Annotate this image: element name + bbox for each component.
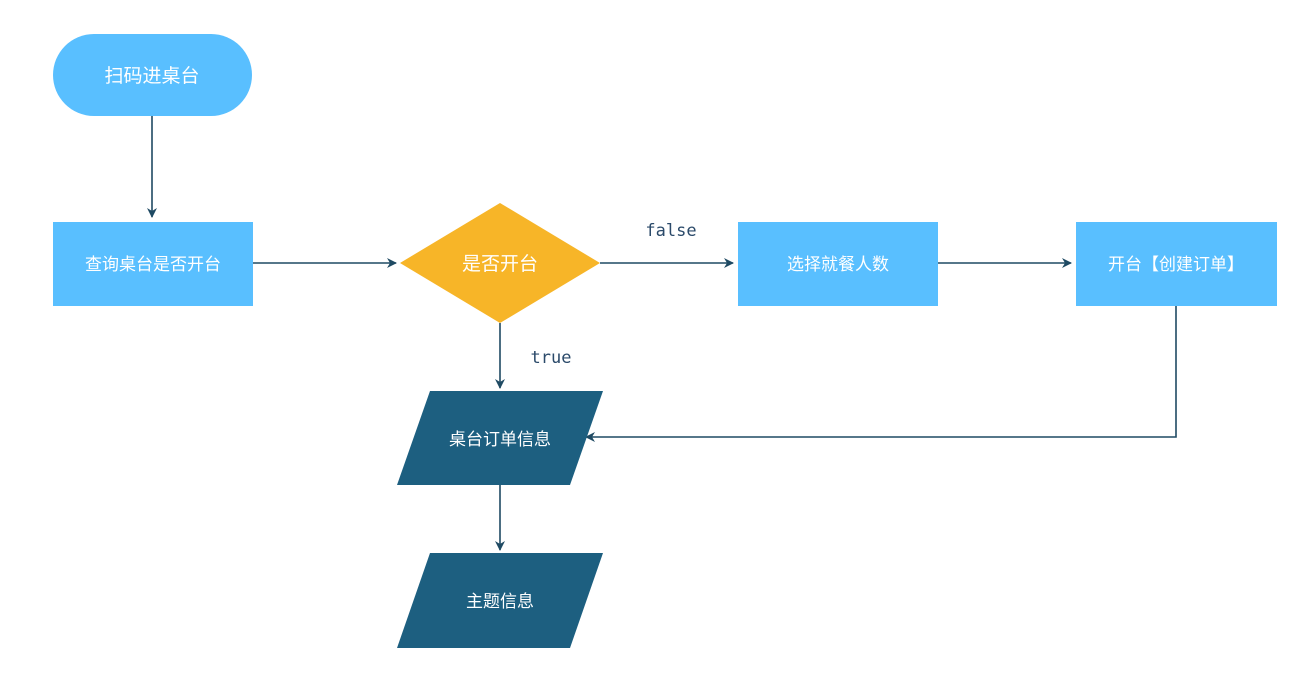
- edge-label-false: false: [645, 221, 696, 241]
- start-node: 扫码进桌台: [53, 34, 252, 116]
- decision-diamond-shape: [400, 203, 600, 323]
- query-process-shape: [53, 222, 253, 306]
- table-order-info-node-label: 桌台订单信息: [449, 430, 551, 450]
- choose-diners-process-shape: [738, 222, 938, 306]
- theme-info-node: 主题信息: [397, 553, 603, 648]
- open-table-node: 开台【创建订单】: [1076, 222, 1277, 306]
- table-order-info-node: 桌台订单信息: [397, 391, 603, 485]
- start-node-label: 扫码进桌台: [104, 65, 199, 87]
- query-node-label: 查询桌台是否开台: [85, 255, 221, 275]
- table-order-info-data-shape: [397, 391, 603, 485]
- open-table-node-label: 开台【创建订单】: [1108, 255, 1244, 275]
- choose-diners-node: 选择就餐人数: [738, 222, 938, 306]
- query-node: 查询桌台是否开台: [53, 222, 253, 306]
- edge-label-true: true: [531, 348, 572, 368]
- theme-info-data-shape: [397, 553, 603, 648]
- edges: [147, 115, 1177, 551]
- decision-node: 是否开台: [400, 203, 600, 323]
- open-table-process-shape: [1076, 222, 1277, 306]
- theme-info-node-label: 主题信息: [466, 592, 534, 612]
- choose-diners-node-label: 选择就餐人数: [787, 255, 889, 275]
- start-terminator-shape: [53, 34, 252, 116]
- edge-open-to-order-info: [585, 305, 1177, 442]
- decision-node-label: 是否开台: [462, 253, 538, 275]
